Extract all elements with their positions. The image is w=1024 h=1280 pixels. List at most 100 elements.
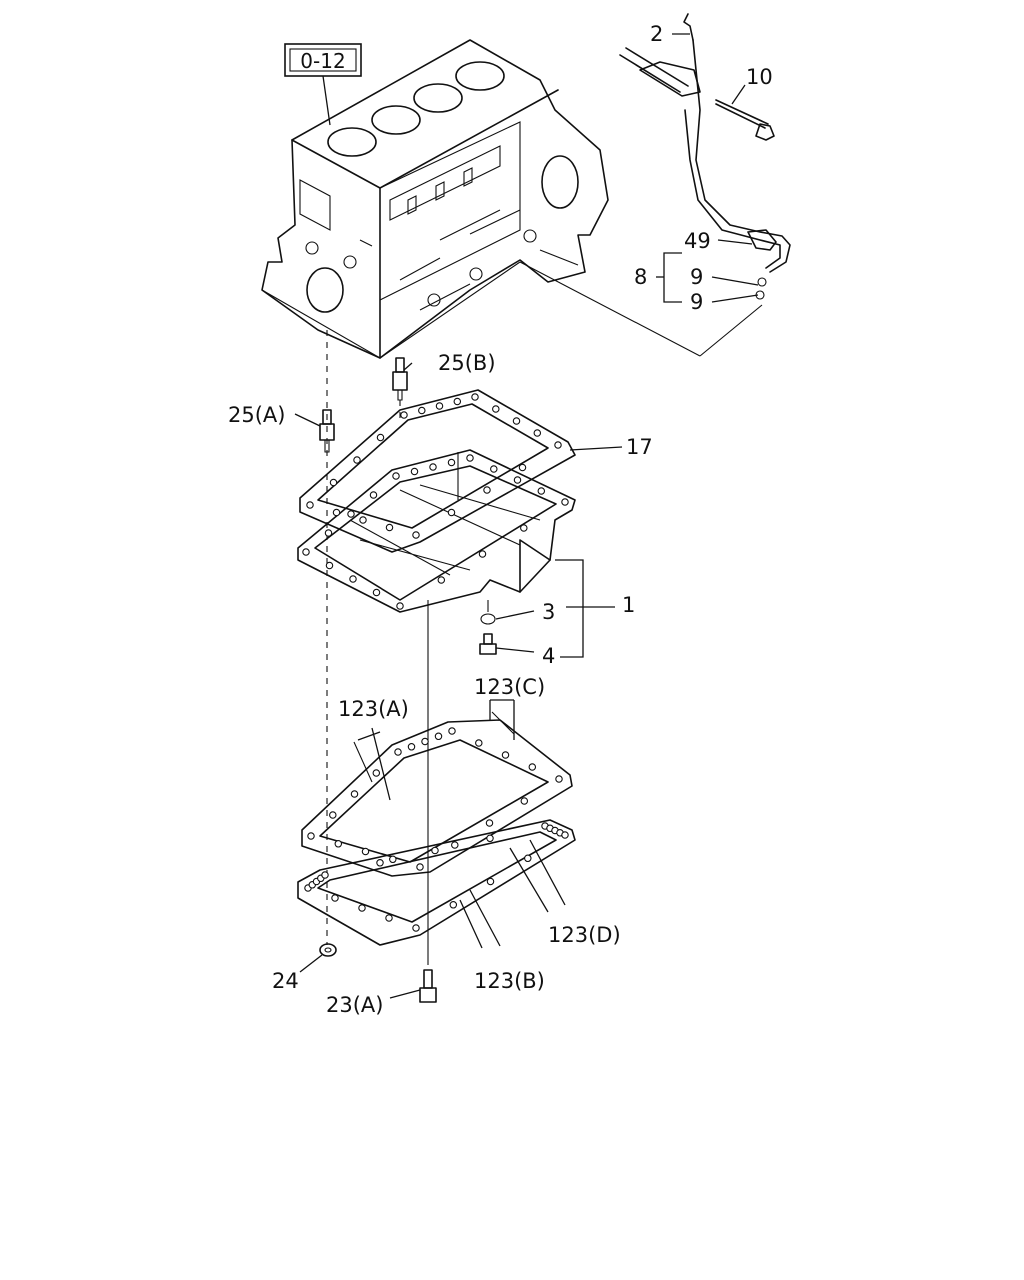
bolt-hole (359, 516, 367, 524)
bolt-hole (554, 441, 562, 449)
bolt-hole (347, 510, 355, 518)
bolt-hole (416, 863, 424, 871)
gasket-upper-123 (301, 711, 573, 877)
bolt-hole (321, 871, 329, 879)
bolt-hole (429, 463, 437, 471)
callout-25a: 25(A) (228, 403, 285, 427)
dipstick-assembly (519, 13, 791, 357)
bolt-hole (434, 732, 443, 741)
bolt-23a (419, 969, 437, 1003)
bolt-hole (485, 819, 494, 827)
callout-123b: 123(B) (474, 969, 545, 993)
callout-123a: 123(A) (338, 697, 409, 721)
bolt-hole (486, 834, 494, 843)
bolt-hole (410, 467, 419, 476)
oil-pan (297, 449, 576, 613)
bolt-hole (447, 458, 456, 467)
bolt-hole (385, 523, 394, 532)
bolt-hole (376, 433, 385, 442)
bolt-hole (329, 811, 337, 819)
callout-8: 8 (634, 265, 647, 289)
bolt-hole (528, 763, 537, 771)
bolt-hole (466, 454, 474, 462)
bolt-hole (331, 894, 339, 902)
bolt-hole (520, 524, 528, 532)
bolt-hole (332, 508, 341, 517)
bolt-hole (518, 463, 527, 472)
stud-25b (392, 357, 408, 401)
bolt-hole (483, 486, 491, 494)
bolt-hole (385, 914, 393, 922)
bolt-hole (524, 854, 532, 863)
bolt-hole (533, 429, 542, 437)
washer-24 (319, 943, 337, 957)
bolt-hole (486, 877, 495, 886)
leader-lines (294, 33, 759, 999)
bolt-hole (448, 727, 456, 735)
bolt-hole (389, 855, 397, 864)
callout-3: 3 (542, 600, 555, 624)
bolt-hole (358, 904, 366, 912)
alignment-lines (326, 330, 489, 965)
bolt-hole (302, 548, 310, 556)
gasket-17 (299, 389, 576, 553)
bolt-hole (537, 487, 546, 495)
reference-box-label: 0-12 (300, 49, 345, 73)
engine-block (261, 39, 609, 359)
bolt-hole (478, 550, 487, 558)
bolt-hole (353, 456, 361, 464)
bolt-hole (449, 901, 458, 909)
bolt-hole (512, 417, 521, 425)
drain-washer (480, 613, 496, 625)
bolt-hole (431, 846, 439, 855)
bolt-hole (376, 859, 384, 867)
bolt-hole (372, 769, 381, 777)
bolt-hole (520, 797, 529, 805)
bolt-hole (394, 748, 402, 756)
bolt-hole (392, 472, 400, 480)
bolt-hole (325, 561, 334, 570)
bolt-hole (412, 531, 420, 539)
callout-24: 24 (272, 969, 299, 993)
bolt-hole (475, 739, 483, 747)
bolt-hole (349, 575, 357, 583)
bolt-hole (396, 602, 404, 610)
callout-17: 17 (626, 435, 653, 459)
bolt-hole (513, 476, 522, 484)
bolt-hole (412, 924, 420, 932)
callout-9-lower: 9 (690, 290, 703, 314)
bolt-hole (372, 588, 381, 597)
bolt-hole (369, 491, 378, 499)
bolt-hole (490, 465, 498, 473)
callout-10: 10 (746, 65, 773, 89)
bolt-hole (306, 501, 314, 509)
callout-49: 49 (684, 229, 711, 253)
bolt-hole (561, 498, 569, 506)
gasket-lower-123 (297, 819, 576, 946)
callout-123c: 123(C) (474, 675, 545, 699)
bolt-hole (334, 840, 343, 848)
bolt-hole (561, 831, 569, 839)
bolt-hole (361, 847, 370, 856)
bolt-hole (501, 751, 510, 759)
bolt-hole (492, 405, 500, 413)
bolt-hole (471, 393, 479, 401)
bolt-hole (447, 508, 456, 517)
bolt-hole (350, 790, 359, 798)
bolt-hole (418, 406, 426, 415)
bolt-hole (329, 478, 338, 487)
callout-2: 2 (650, 22, 663, 46)
callout-23a: 23(A) (326, 993, 383, 1017)
bolt-hole (400, 411, 408, 419)
bolt-hole (453, 397, 462, 406)
bolt-hole (324, 529, 333, 537)
callout-9-upper: 9 (690, 265, 703, 289)
bolt-hole (307, 832, 315, 840)
callout-25b: 25(B) (438, 351, 496, 375)
bolt-hole (407, 743, 416, 751)
bolt-hole (437, 576, 446, 584)
callout-123d: 123(D) (548, 923, 621, 947)
reference-box: 0-12 (284, 43, 362, 126)
bolt-hole (451, 841, 459, 849)
